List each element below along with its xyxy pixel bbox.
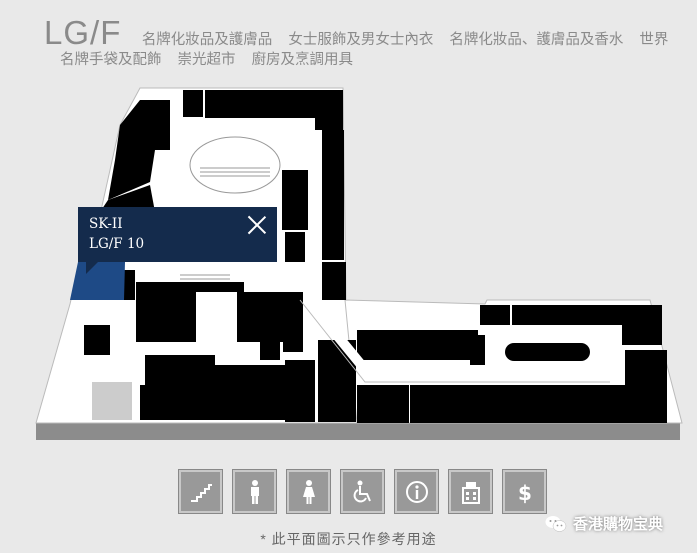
shop-unit-number: LG/F 10 [89,236,145,252]
category-item[interactable]: 世界 [639,32,669,48]
popup-pointer [86,262,98,274]
floor-plan-map[interactable] [0,80,697,460]
floor-header: LG/F 名牌化妝品及護膚品 女士服飾及男女士內衣 名牌化妝品、護膚品及香水 世… [44,14,684,70]
close-icon[interactable] [247,215,267,235]
wheelchair-button[interactable] [340,469,385,514]
category-item[interactable]: 女士服飾及男女士內衣 [288,32,434,48]
currency-exchange-button[interactable]: $ [502,469,547,514]
atm-button[interactable] [448,469,493,514]
escalator-button[interactable] [178,469,223,514]
category-item[interactable]: 廚房及烹調用具 [251,52,354,68]
shop-popup: SK-II LG/F 10 [78,207,277,262]
disclaimer-note: * 此平面圖示只作參考用途 [260,531,437,547]
atrium [189,136,281,194]
corridor [304,296,617,383]
category-item[interactable]: 崇光超市 [177,52,236,68]
floor-slab-front [36,423,357,440]
female-restroom-icon [302,479,315,504]
category-list: 名牌化妝品及護膚品 女士服飾及男女士內衣 名牌化妝品、護膚品及香水 世界 [126,32,669,48]
female-restroom-button[interactable] [286,469,331,514]
escalator-icon [190,483,212,502]
atm-icon [461,481,480,504]
shop-unit-center [505,343,590,361]
shop-units [84,90,667,423]
watermark-text: 香港購物宝典 [573,516,664,533]
floor-code: LG/F [44,14,122,51]
information-button[interactable] [394,469,439,514]
information-icon [405,480,428,503]
male-restroom-button[interactable] [232,469,277,514]
staircase [140,385,168,420]
category-list-line2: 名牌手袋及配飾 崇光超市 廚房及烹調用具 [44,50,684,70]
facility-legend: $ [178,469,547,514]
category-item[interactable]: 名牌手袋及配飾 [60,52,162,68]
category-item[interactable]: 名牌化妝品、護膚品及香水 [449,32,624,48]
shop-name: SK-II [89,216,123,232]
floor-slab-front-right [357,423,680,440]
watermark: 香港購物宝典 [545,513,663,534]
category-item[interactable]: 名牌化妝品及護膚品 [141,32,273,48]
stairs-left [92,382,132,420]
highlighted-shop-unit [70,262,125,300]
wheelchair-icon [353,480,371,502]
wechat-icon [545,515,567,532]
svg-text:$: $ [518,481,532,505]
currency-exchange-icon: $ [518,481,532,505]
male-restroom-icon [250,479,259,504]
